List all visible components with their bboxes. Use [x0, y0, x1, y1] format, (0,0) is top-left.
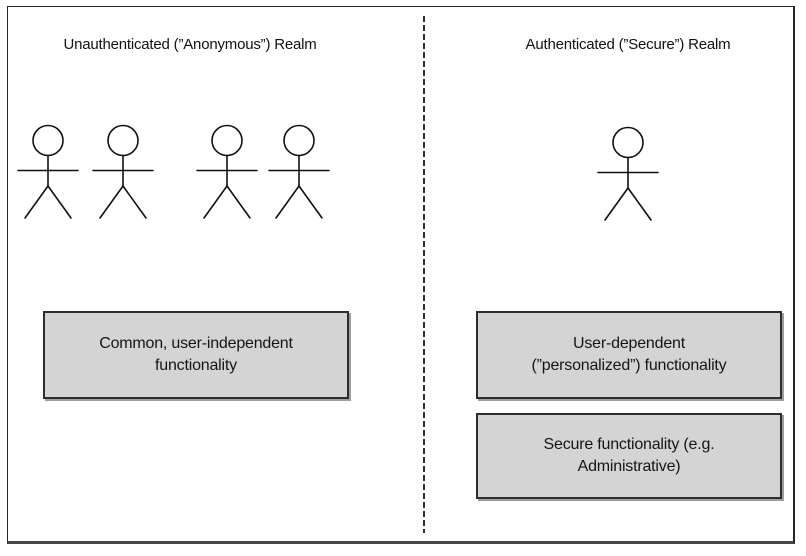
authenticated-realm-title: Authenticated (”Secure”) Realm — [525, 36, 731, 53]
stick-figure-icon — [91, 124, 155, 220]
stick-figure-icon — [16, 124, 80, 220]
realm-divider-dashed-line — [423, 16, 425, 533]
unauthenticated-realm-title: Unauthenticated (”Anonymous”) Realm — [63, 36, 317, 53]
secure-functionality-box: Secure functionality (e.g. Administrativ… — [476, 413, 782, 499]
stick-figure-icon — [195, 124, 259, 220]
stick-figure-icon — [267, 124, 331, 220]
personalized-functionality-box: User-dependent (”personalized”) function… — [476, 311, 782, 399]
stick-figure-icon — [596, 126, 660, 222]
common-functionality-box: Common, user-independent functionality — [43, 311, 349, 399]
